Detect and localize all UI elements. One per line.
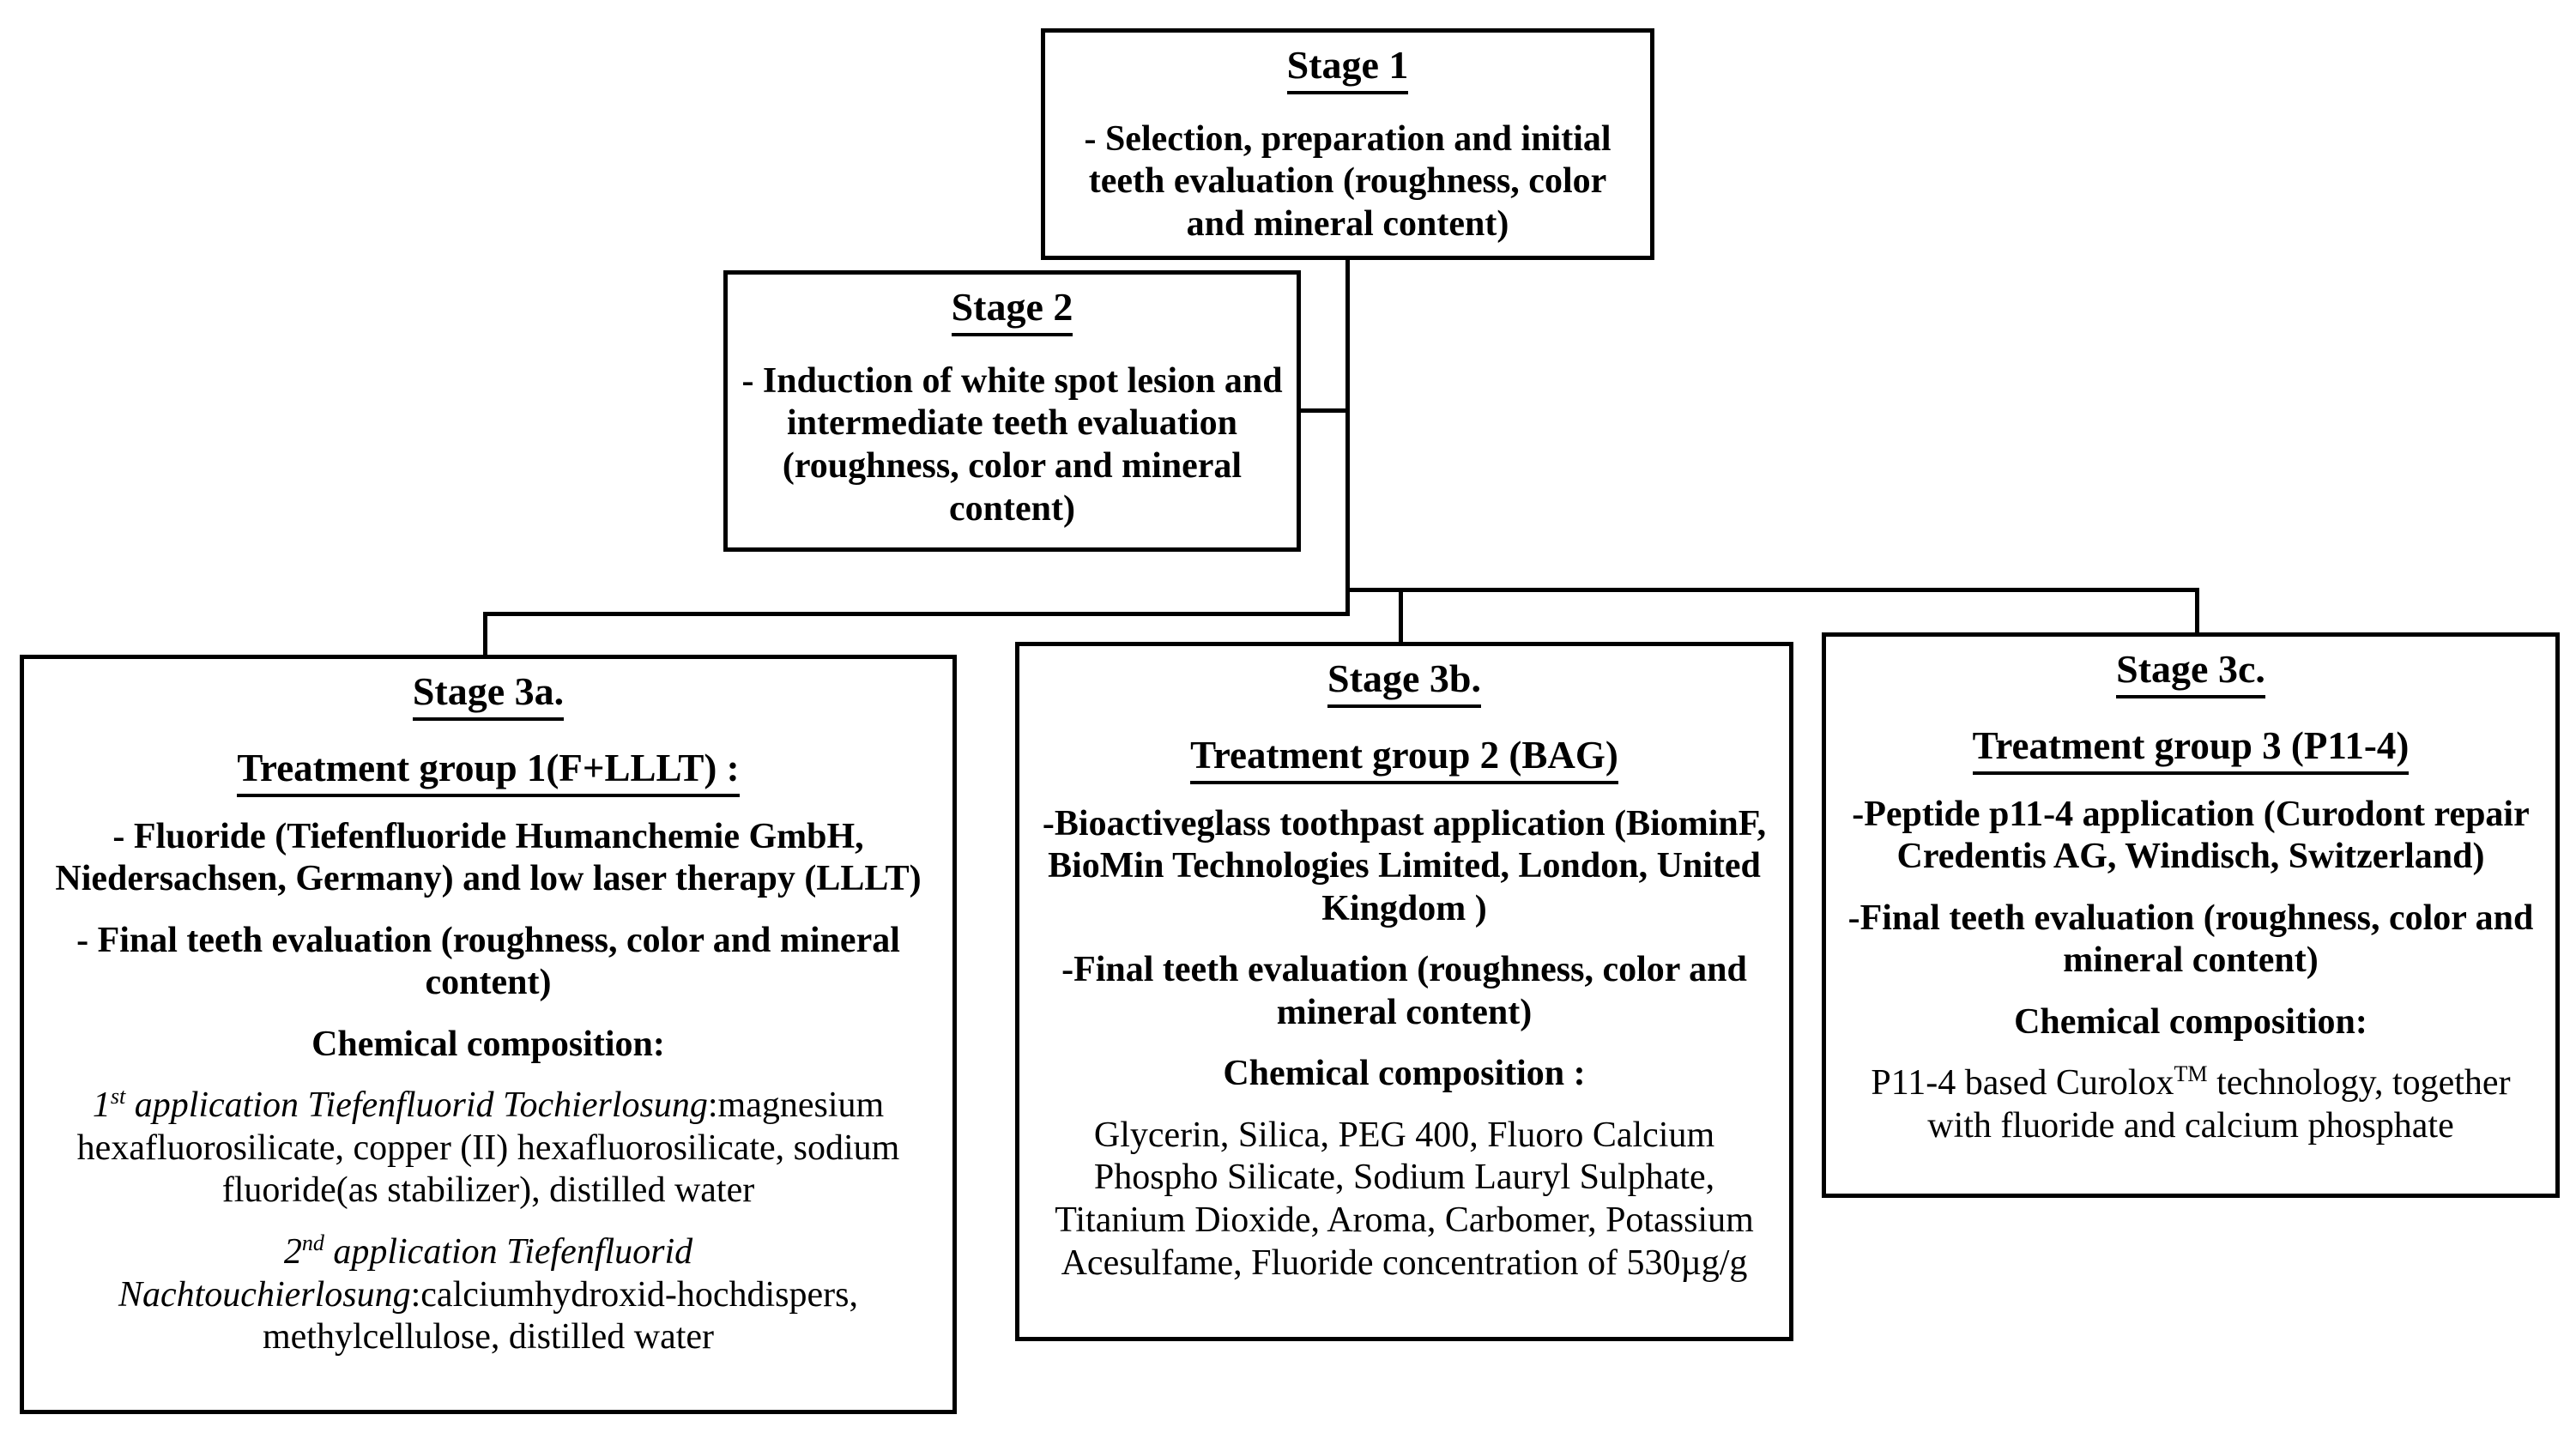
stage2-title: Stage 2 — [951, 285, 1073, 336]
stage3a-title: Stage 3a. — [412, 669, 565, 721]
stage3b-item-bioactiveglass: -Bioactiveglass toothpast application (B… — [1042, 803, 1767, 928]
stage3a-box: Stage 3a. Treatment group 1(F+LLLT) : - … — [20, 655, 957, 1414]
connector-left-branch-horizontal — [483, 612, 1350, 616]
stage3b-composition: Glycerin, Silica, PEG 400, Fluoro Calciu… — [1055, 1115, 1754, 1283]
stage3b-composition-heading: Chemical composition : — [1223, 1054, 1586, 1094]
stage3b-item-final-evaluation: -Final teeth evaluation (roughness, colo… — [1061, 950, 1747, 1032]
stage3c-composition: P11-4 based CuroloxTM technology, togeth… — [1871, 1061, 2511, 1146]
connector-stage3a-vertical — [483, 612, 487, 659]
connector-stage3c-vertical — [2195, 588, 2199, 637]
stage3c-subtitle: Treatment group 3 (P11-4) — [1972, 724, 2410, 775]
stage3a-composition-heading: Chemical composition: — [311, 1024, 665, 1064]
stage3c-item-peptide: -Peptide p11-4 application (Curodont rep… — [1852, 794, 2530, 877]
stage3a-item-fluoride: - Fluoride (Tiefenfluoride Humanchemie G… — [55, 816, 922, 899]
connector-stage3b-vertical — [1399, 588, 1403, 646]
stage1-box: Stage 1 - Selection, preparation and ini… — [1041, 28, 1654, 260]
stage3b-title: Stage 3b. — [1327, 656, 1481, 708]
stage3c-item-final-evaluation: -Final teeth evaluation (roughness, colo… — [1847, 898, 2534, 981]
stage3a-item-final-evaluation: - Final teeth evaluation (roughness, col… — [76, 920, 900, 1003]
connector-right-branch-horizontal — [1345, 588, 2199, 592]
stage2-body: - Induction of white spot lesion and int… — [741, 360, 1283, 529]
stage3c-composition-heading: Chemical composition: — [2014, 1001, 2367, 1042]
stage1-title: Stage 1 — [1286, 43, 1409, 94]
stage1-body: - Selection, preparation and initial tee… — [1084, 118, 1612, 244]
stage3a-application-2: 2nd application Tiefenfluorid Nachtouchi… — [118, 1230, 858, 1357]
stage3b-subtitle: Treatment group 2 (BAG) — [1190, 734, 1618, 784]
stage3a-application-1: 1st application Tiefenfluorid Tochierlos… — [76, 1084, 900, 1211]
connector-stage1-main-vertical — [1345, 257, 1350, 616]
stage2-box: Stage 2 - Induction of white spot lesion… — [723, 270, 1301, 552]
stage3c-title: Stage 3c. — [2116, 647, 2265, 698]
stage3c-box: Stage 3c. Treatment group 3 (P11-4) -Pep… — [1822, 632, 2560, 1198]
stage3a-subtitle: Treatment group 1(F+LLLT) : — [237, 747, 740, 797]
connector-stage2-stub — [1298, 408, 1350, 413]
stage3b-box: Stage 3b. Treatment group 2 (BAG) -Bioac… — [1015, 642, 1793, 1341]
